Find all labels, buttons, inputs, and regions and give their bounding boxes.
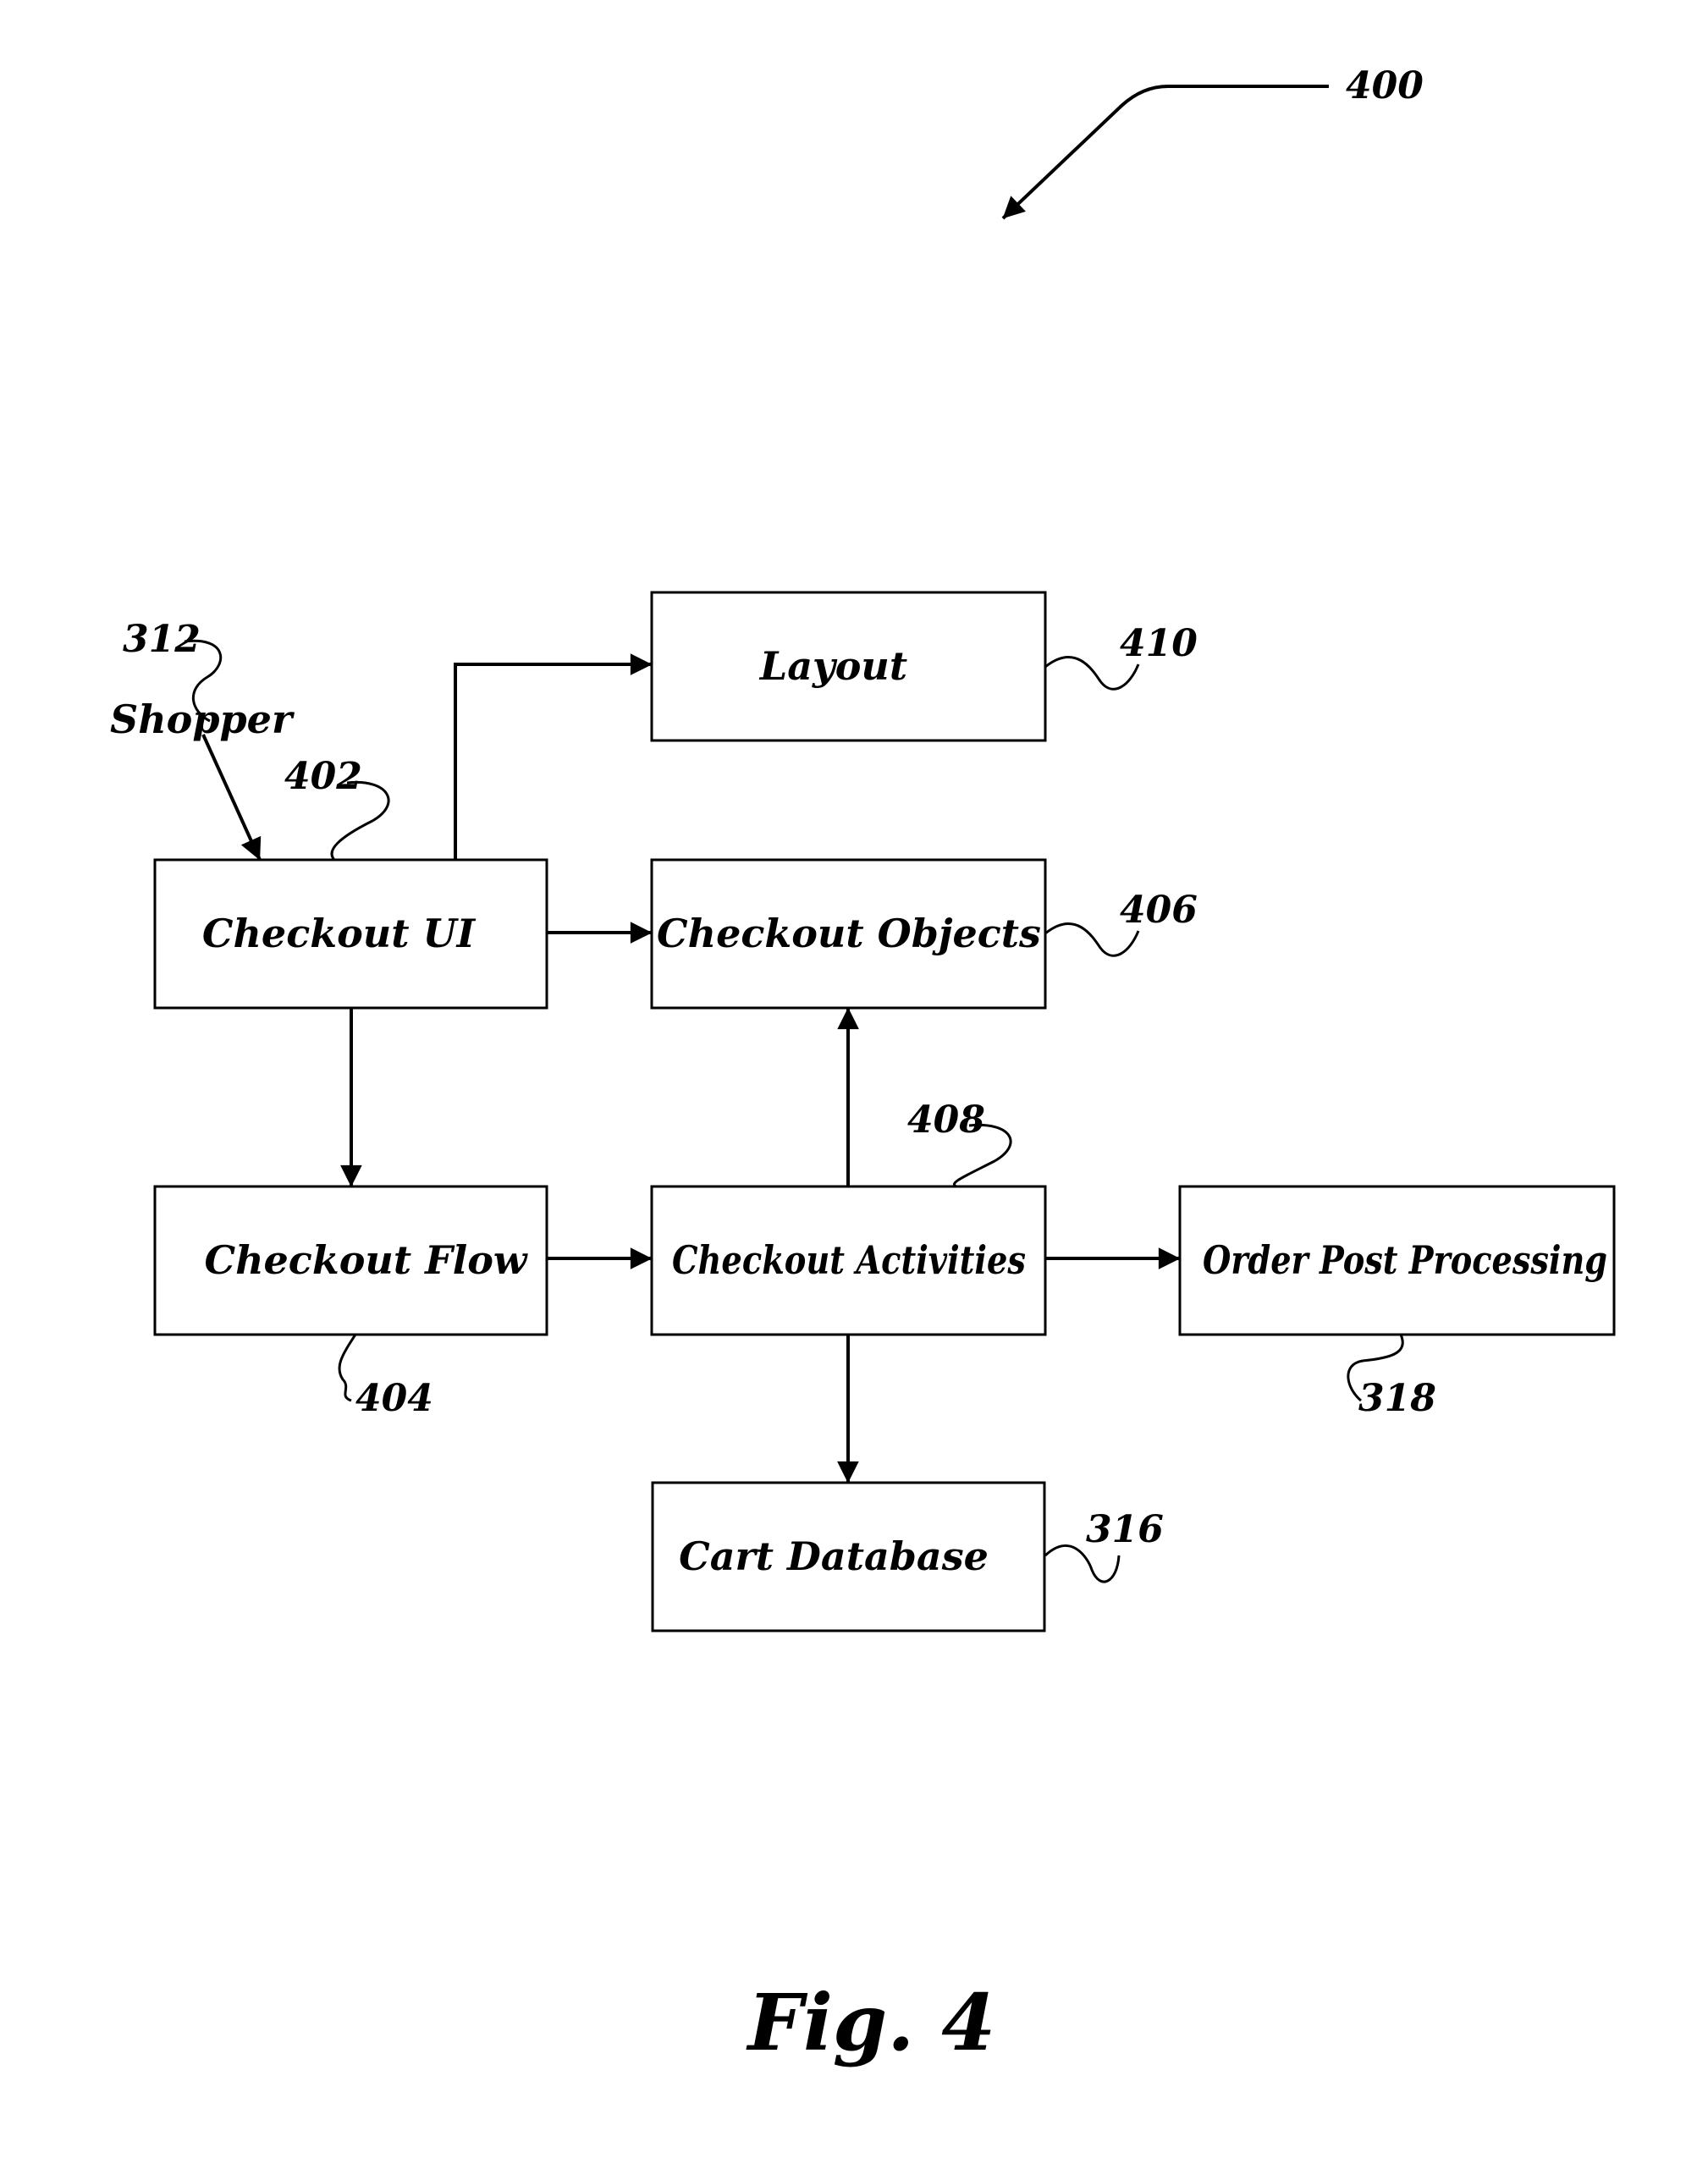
arrow-ui-to-layout bbox=[455, 664, 652, 860]
checkout-objects-ref: 406 bbox=[1120, 889, 1198, 932]
layout-label: Layout bbox=[758, 643, 907, 689]
shopper-ref: 312 bbox=[123, 618, 201, 661]
cart-database-ref: 316 bbox=[1086, 1508, 1164, 1551]
checkout-activities-label: Checkout Activities bbox=[672, 1237, 1026, 1283]
arrow-shopper-to-ui bbox=[203, 735, 260, 860]
checkout-objects-label: Checkout Objects bbox=[657, 911, 1041, 956]
checkout-activities-ref: 408 bbox=[907, 1098, 985, 1142]
order-post-processing-label: Order Post Processing bbox=[1203, 1237, 1607, 1283]
checkout-flow-ref-squiggle bbox=[339, 1335, 355, 1401]
checkout-ui-label: Checkout UI bbox=[202, 911, 477, 956]
figure-label: Fig. 4 bbox=[746, 1977, 996, 2068]
shopper-label: Shopper bbox=[110, 696, 295, 742]
checkout-flow-label: Checkout Flow bbox=[204, 1237, 527, 1283]
layout-ref: 410 bbox=[1120, 622, 1198, 665]
checkout-flow-ref: 404 bbox=[355, 1377, 433, 1420]
figure-leader-arrow bbox=[1003, 86, 1329, 218]
cart-database-label: Cart Database bbox=[679, 1533, 989, 1579]
order-post-processing-ref: 318 bbox=[1358, 1377, 1436, 1420]
checkout-ui-ref: 402 bbox=[284, 755, 362, 798]
figure-number: 400 bbox=[1346, 64, 1424, 107]
